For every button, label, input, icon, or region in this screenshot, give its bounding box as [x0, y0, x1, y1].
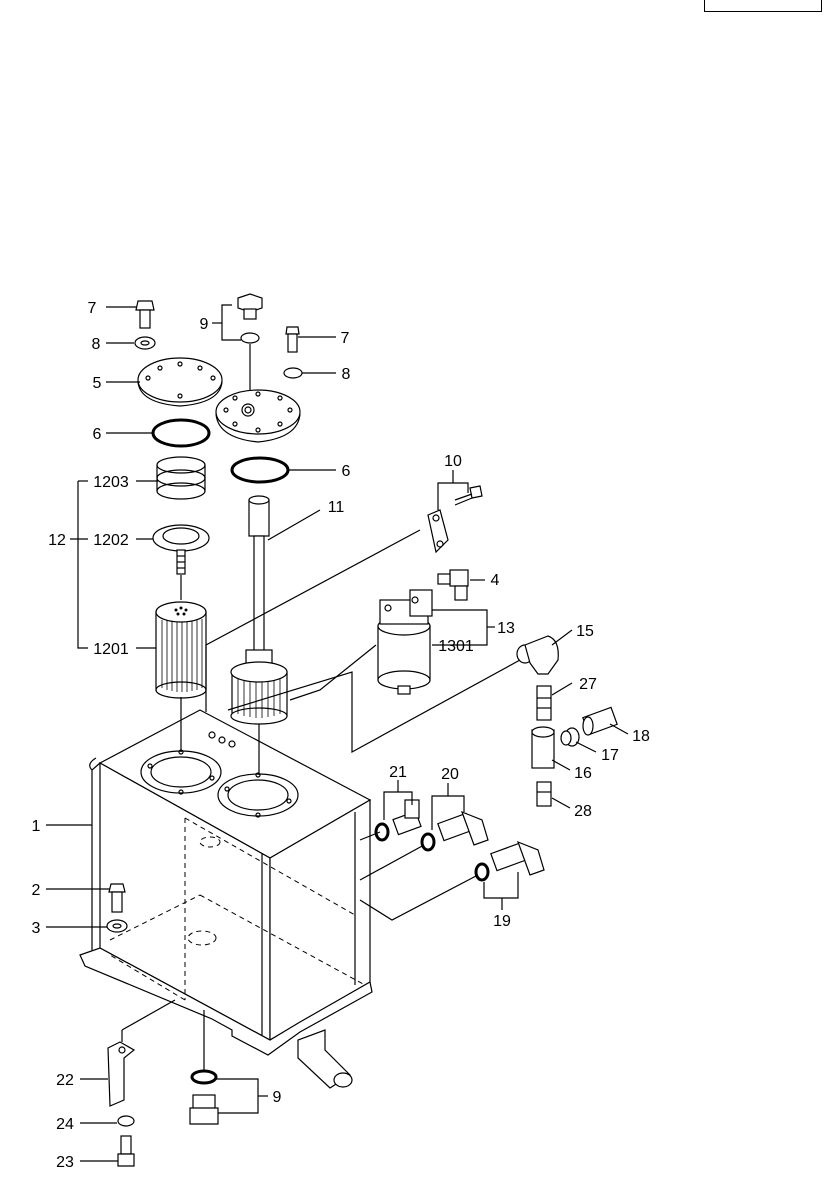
valve-1202 [152, 524, 210, 575]
callout-27: 27 [579, 676, 597, 693]
callout-15: 15 [576, 623, 594, 640]
callout-1301: 1301 [438, 638, 474, 655]
leader-lines [46, 304, 629, 1162]
callout-12: 12 [48, 532, 66, 549]
callout-10: 10 [444, 453, 462, 470]
fittings-19-20-21 [374, 799, 545, 882]
callout-23: 23 [56, 1154, 74, 1171]
callout-1201: 1201 [93, 641, 129, 658]
page-number-box [704, 0, 822, 12]
callout-22: 22 [56, 1072, 74, 1089]
callout-9-bottom: 9 [273, 1089, 282, 1106]
callout-7-right: 7 [341, 330, 350, 347]
bolt-7-left [135, 300, 155, 329]
line-filter-13 [377, 589, 433, 695]
plug-9-top [237, 293, 263, 320]
callout-3: 3 [32, 920, 41, 937]
o-ring-9-top [240, 332, 260, 344]
elbow-4 [437, 569, 469, 601]
tee-16 [531, 726, 555, 769]
callout-19: 19 [493, 913, 511, 930]
washer-3 [106, 919, 128, 933]
callout-8-right: 8 [342, 366, 351, 383]
callout-20: 20 [441, 766, 459, 783]
adapter-28 [536, 781, 552, 807]
filter-assembly [134, 300, 223, 752]
washer-24 [117, 1115, 135, 1127]
clamp-10 [427, 485, 483, 554]
adapter-18 [582, 706, 618, 736]
callout-5: 5 [93, 375, 102, 392]
callout-2: 2 [32, 882, 41, 899]
o-ring-6-right [230, 456, 290, 484]
callout-8-left: 8 [92, 336, 101, 353]
callout-6-left: 6 [93, 426, 102, 443]
cover-5 [137, 357, 223, 407]
filter-element-1201 [155, 601, 207, 699]
callout-11: 11 [328, 499, 345, 516]
callout-1: 1 [32, 818, 41, 835]
bracket-22 [107, 1041, 136, 1107]
callout-1203: 1203 [93, 474, 129, 491]
callout-1202: 1202 [93, 532, 129, 549]
callout-24: 24 [56, 1116, 74, 1133]
spring-1203 [156, 456, 206, 500]
drain-plug-9 [189, 1094, 219, 1125]
adapter-27 [536, 685, 552, 721]
callout-labels: 7 8 5 6 1203 12 1202 1201 9 7 8 6 10 11 … [32, 300, 650, 1171]
callout-28: 28 [574, 803, 592, 820]
bolt-7-right [285, 326, 300, 353]
callout-7-left: 7 [88, 300, 97, 317]
callout-13: 13 [497, 620, 515, 637]
callout-9-top: 9 [200, 316, 209, 333]
o-ring-9-bottom [190, 1069, 218, 1085]
bolt-2 [108, 883, 126, 913]
callout-21: 21 [389, 764, 407, 781]
washer-8-right [283, 367, 303, 379]
adapter-17 [560, 727, 580, 747]
hydraulic-tank [79, 709, 373, 1089]
callout-6-right: 6 [342, 463, 351, 480]
o-ring-6-left [151, 418, 211, 448]
callout-17: 17 [601, 747, 619, 764]
bolt-23 [117, 1135, 135, 1167]
return-assembly [215, 293, 303, 775]
callout-4: 4 [491, 572, 500, 589]
elbow-15 [516, 635, 559, 675]
callout-16: 16 [574, 765, 592, 782]
cover-plate-center [215, 389, 301, 443]
callout-18: 18 [632, 728, 650, 745]
strainer-11 [230, 495, 288, 725]
